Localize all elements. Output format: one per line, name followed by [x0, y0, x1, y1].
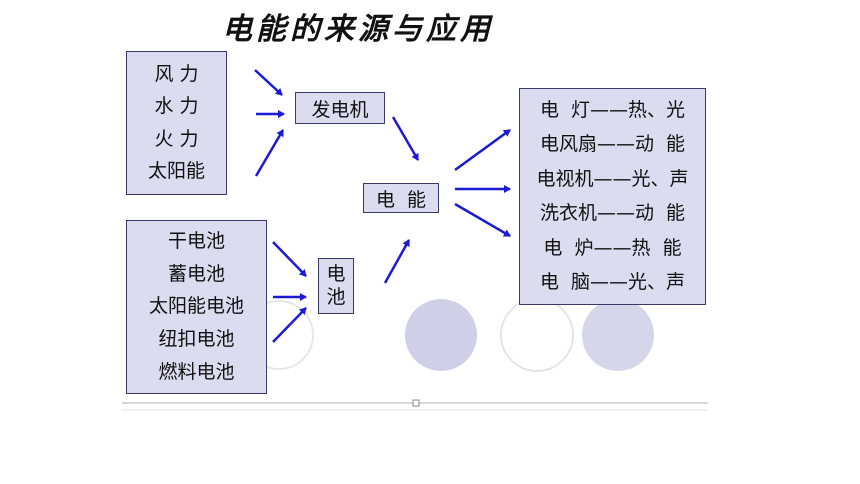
source-solar: 太阳能: [147, 160, 205, 183]
arrow-generator-energy: [391, 116, 420, 161]
decor-circle: [405, 299, 477, 371]
source-storage-battery: 蓄电池: [167, 262, 225, 285]
arrow-drycell-battery: [272, 241, 307, 277]
arrow-energy-app-3: [454, 202, 511, 238]
arrow-wind-generator: [254, 69, 283, 96]
divider-handle: [412, 399, 420, 407]
battery-sources-box: 干电池 蓄电池 太阳能电池 纽扣电池 燃料电池: [126, 220, 267, 394]
source-dry-cell: 干电池: [167, 229, 225, 252]
app-stove: 电 炉——热 能: [543, 236, 682, 259]
arrow-battery-energy: [383, 239, 411, 284]
arrow-energy-app-1: [454, 128, 511, 172]
page-title: 电能的来源与应用: [222, 12, 494, 47]
app-computer: 电 脑——光、声: [539, 271, 686, 294]
decor-circle: [500, 298, 574, 372]
source-button-cell: 纽扣电池: [158, 328, 235, 351]
source-solar-cell: 太阳能电池: [148, 295, 244, 318]
app-tv: 电视机——光、声: [536, 167, 689, 190]
source-fuel-cell: 燃料电池: [158, 361, 235, 384]
source-fire: 火 力: [154, 127, 199, 150]
battery-box: 电 池: [318, 258, 354, 314]
app-fan: 电风扇——动 能: [539, 133, 686, 156]
arrow-button-battery: [272, 307, 307, 343]
source-water: 水 力: [154, 95, 199, 118]
arrow-fire-generator: [254, 129, 285, 177]
source-wind: 风 力: [154, 62, 199, 85]
electric-energy-box: 电 能: [363, 183, 439, 213]
app-lamp: 电 灯——热、光: [539, 98, 686, 121]
generator-box: 发电机: [295, 92, 385, 124]
natural-sources-box: 风 力 水 力 火 力 太阳能: [126, 51, 227, 195]
decor-circle: [582, 299, 654, 371]
app-washer: 洗衣机——动 能: [539, 202, 686, 225]
applications-box: 电 灯——热、光 电风扇——动 能 电视机——光、声 洗衣机——动 能 电 炉—…: [519, 88, 706, 305]
